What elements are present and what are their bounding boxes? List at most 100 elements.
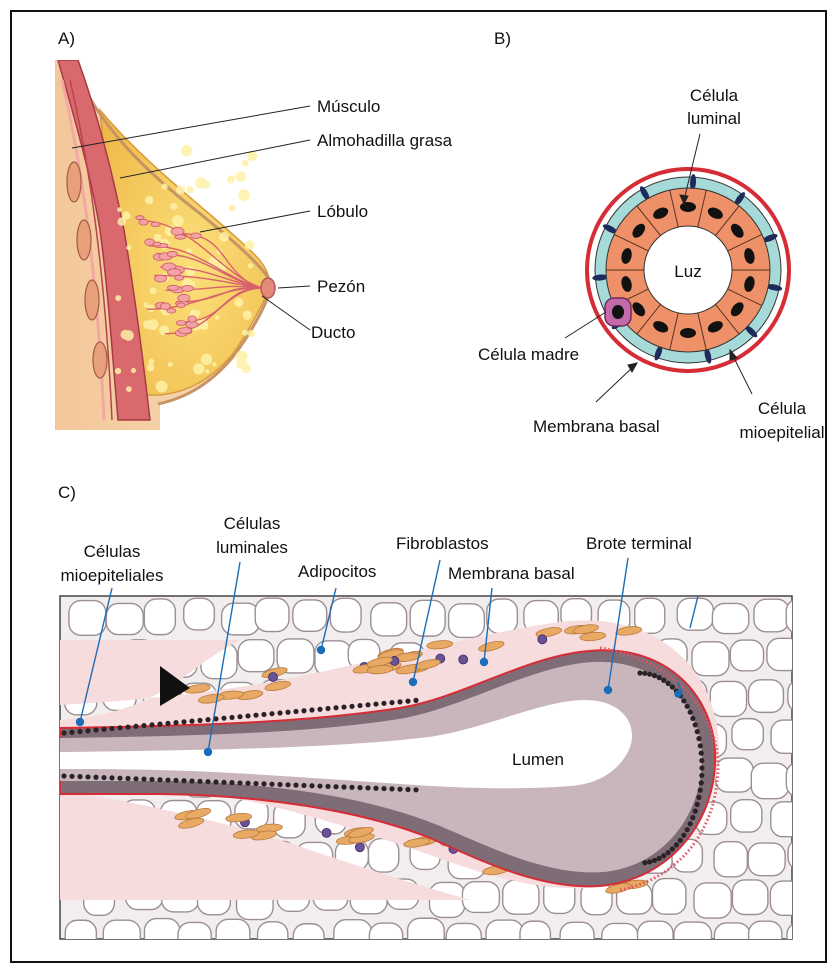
duct-cell-nucleus <box>205 717 210 722</box>
fat-globule <box>172 215 183 226</box>
immune-cell <box>322 828 331 837</box>
luminal-nucleus <box>680 328 696 338</box>
duct-cell-nucleus <box>309 707 314 712</box>
lobule <box>160 303 170 310</box>
duct-cell-nucleus <box>397 699 402 704</box>
adipocyte <box>805 721 831 751</box>
label-mioepiteliales-1: Células <box>84 542 141 561</box>
duct-cell-nucleus <box>237 714 242 719</box>
duct-cell-nucleus <box>69 730 74 735</box>
panel-label-c: C) <box>58 483 76 502</box>
duct-cell-nucleus <box>69 774 74 779</box>
duct-cell-nucleus <box>101 775 106 780</box>
adipocyte <box>369 923 402 959</box>
duct-cell-nucleus <box>652 673 657 678</box>
duct-cell-nucleus <box>389 700 394 705</box>
fat-globule <box>117 218 125 226</box>
adipocyte <box>293 600 327 631</box>
duct-cell-nucleus <box>293 783 298 788</box>
duct-cell-nucleus <box>698 788 703 793</box>
duct-cell-nucleus <box>253 781 258 786</box>
adipocyte <box>184 598 215 630</box>
adipocyte <box>255 598 289 631</box>
duct-cell-nucleus <box>685 704 690 709</box>
label-celula-luminal-1: Célula <box>690 86 739 105</box>
adipocyte <box>712 603 748 633</box>
adipocyte <box>751 763 788 799</box>
duct-cell-nucleus <box>365 702 370 707</box>
duct-cell-nucleus <box>699 773 704 778</box>
adipocyte <box>144 599 175 635</box>
duct-cell-nucleus <box>325 706 330 711</box>
fat-globule <box>229 205 236 212</box>
lobule <box>154 275 166 282</box>
duct-cell-nucleus <box>357 703 362 708</box>
lobule <box>167 285 179 290</box>
duct-cell-nucleus <box>349 704 354 709</box>
fat-globule <box>195 177 206 188</box>
duct-cell-nucleus <box>405 699 410 704</box>
lobule <box>175 235 186 239</box>
lobule <box>182 286 194 292</box>
adipocyte <box>103 920 140 954</box>
duct-cell-nucleus <box>690 815 695 820</box>
lobule <box>167 251 177 257</box>
immune-cell <box>355 843 364 852</box>
fat-globule <box>150 287 157 294</box>
lobule <box>139 219 148 225</box>
duct-cell-nucleus <box>688 710 693 715</box>
fat-globule <box>156 381 168 393</box>
duct-cell-nucleus <box>647 672 652 677</box>
adipocyte <box>638 921 673 956</box>
duct-cell-nucleus <box>181 778 186 783</box>
duct-cell-nucleus <box>357 785 362 790</box>
duct-cell-nucleus <box>253 713 258 718</box>
fat-globule <box>194 310 200 316</box>
fat-globule <box>123 330 134 341</box>
fat-globule <box>170 203 177 210</box>
duct-cell-nucleus <box>309 783 314 788</box>
duct-cell-nucleus <box>293 709 298 714</box>
adipocyte <box>462 882 499 913</box>
duct-cell-nucleus <box>85 774 90 779</box>
fat-globule <box>186 266 196 276</box>
adipocyte <box>238 640 274 672</box>
duct-cell-nucleus <box>699 751 704 756</box>
duct-cell-nucleus <box>405 787 410 792</box>
adipocyte <box>334 920 372 951</box>
adipocyte <box>178 922 211 953</box>
adipocyte <box>368 839 398 872</box>
adipocyte <box>106 603 143 634</box>
adipocyte <box>770 881 805 915</box>
fat-globule <box>227 175 235 183</box>
immune-cell <box>269 673 278 682</box>
duct-cell-nucleus <box>688 821 693 826</box>
lobule <box>176 320 186 325</box>
duct-cell-nucleus <box>661 853 666 858</box>
fat-globule <box>193 363 204 374</box>
label-musculo: Músculo <box>317 97 380 116</box>
adipocyte <box>486 920 523 954</box>
adipocyte <box>258 922 288 955</box>
duct-cell-nucleus <box>325 784 330 789</box>
adipocyte <box>805 642 831 675</box>
adipocyte <box>371 603 407 636</box>
adipocyte <box>408 918 445 951</box>
adipocyte <box>767 638 801 670</box>
nipple <box>261 278 275 298</box>
adipocyte <box>731 800 762 832</box>
duct-cell-nucleus <box>301 708 306 713</box>
duct-cell-nucleus <box>373 786 378 791</box>
duct-cell-nucleus <box>670 846 675 851</box>
duct-cell-nucleus <box>642 671 647 676</box>
adipocyte <box>786 763 819 797</box>
lobule <box>168 269 181 276</box>
fat-globule <box>115 295 121 301</box>
label-membrana-basal-c: Membrana basal <box>448 564 575 583</box>
duct-cell-nucleus <box>693 722 698 727</box>
fat-globule <box>242 160 249 167</box>
panel-label-a: A) <box>58 29 75 48</box>
duct-cell-nucleus <box>101 727 106 732</box>
duct-cell-nucleus <box>133 776 138 781</box>
